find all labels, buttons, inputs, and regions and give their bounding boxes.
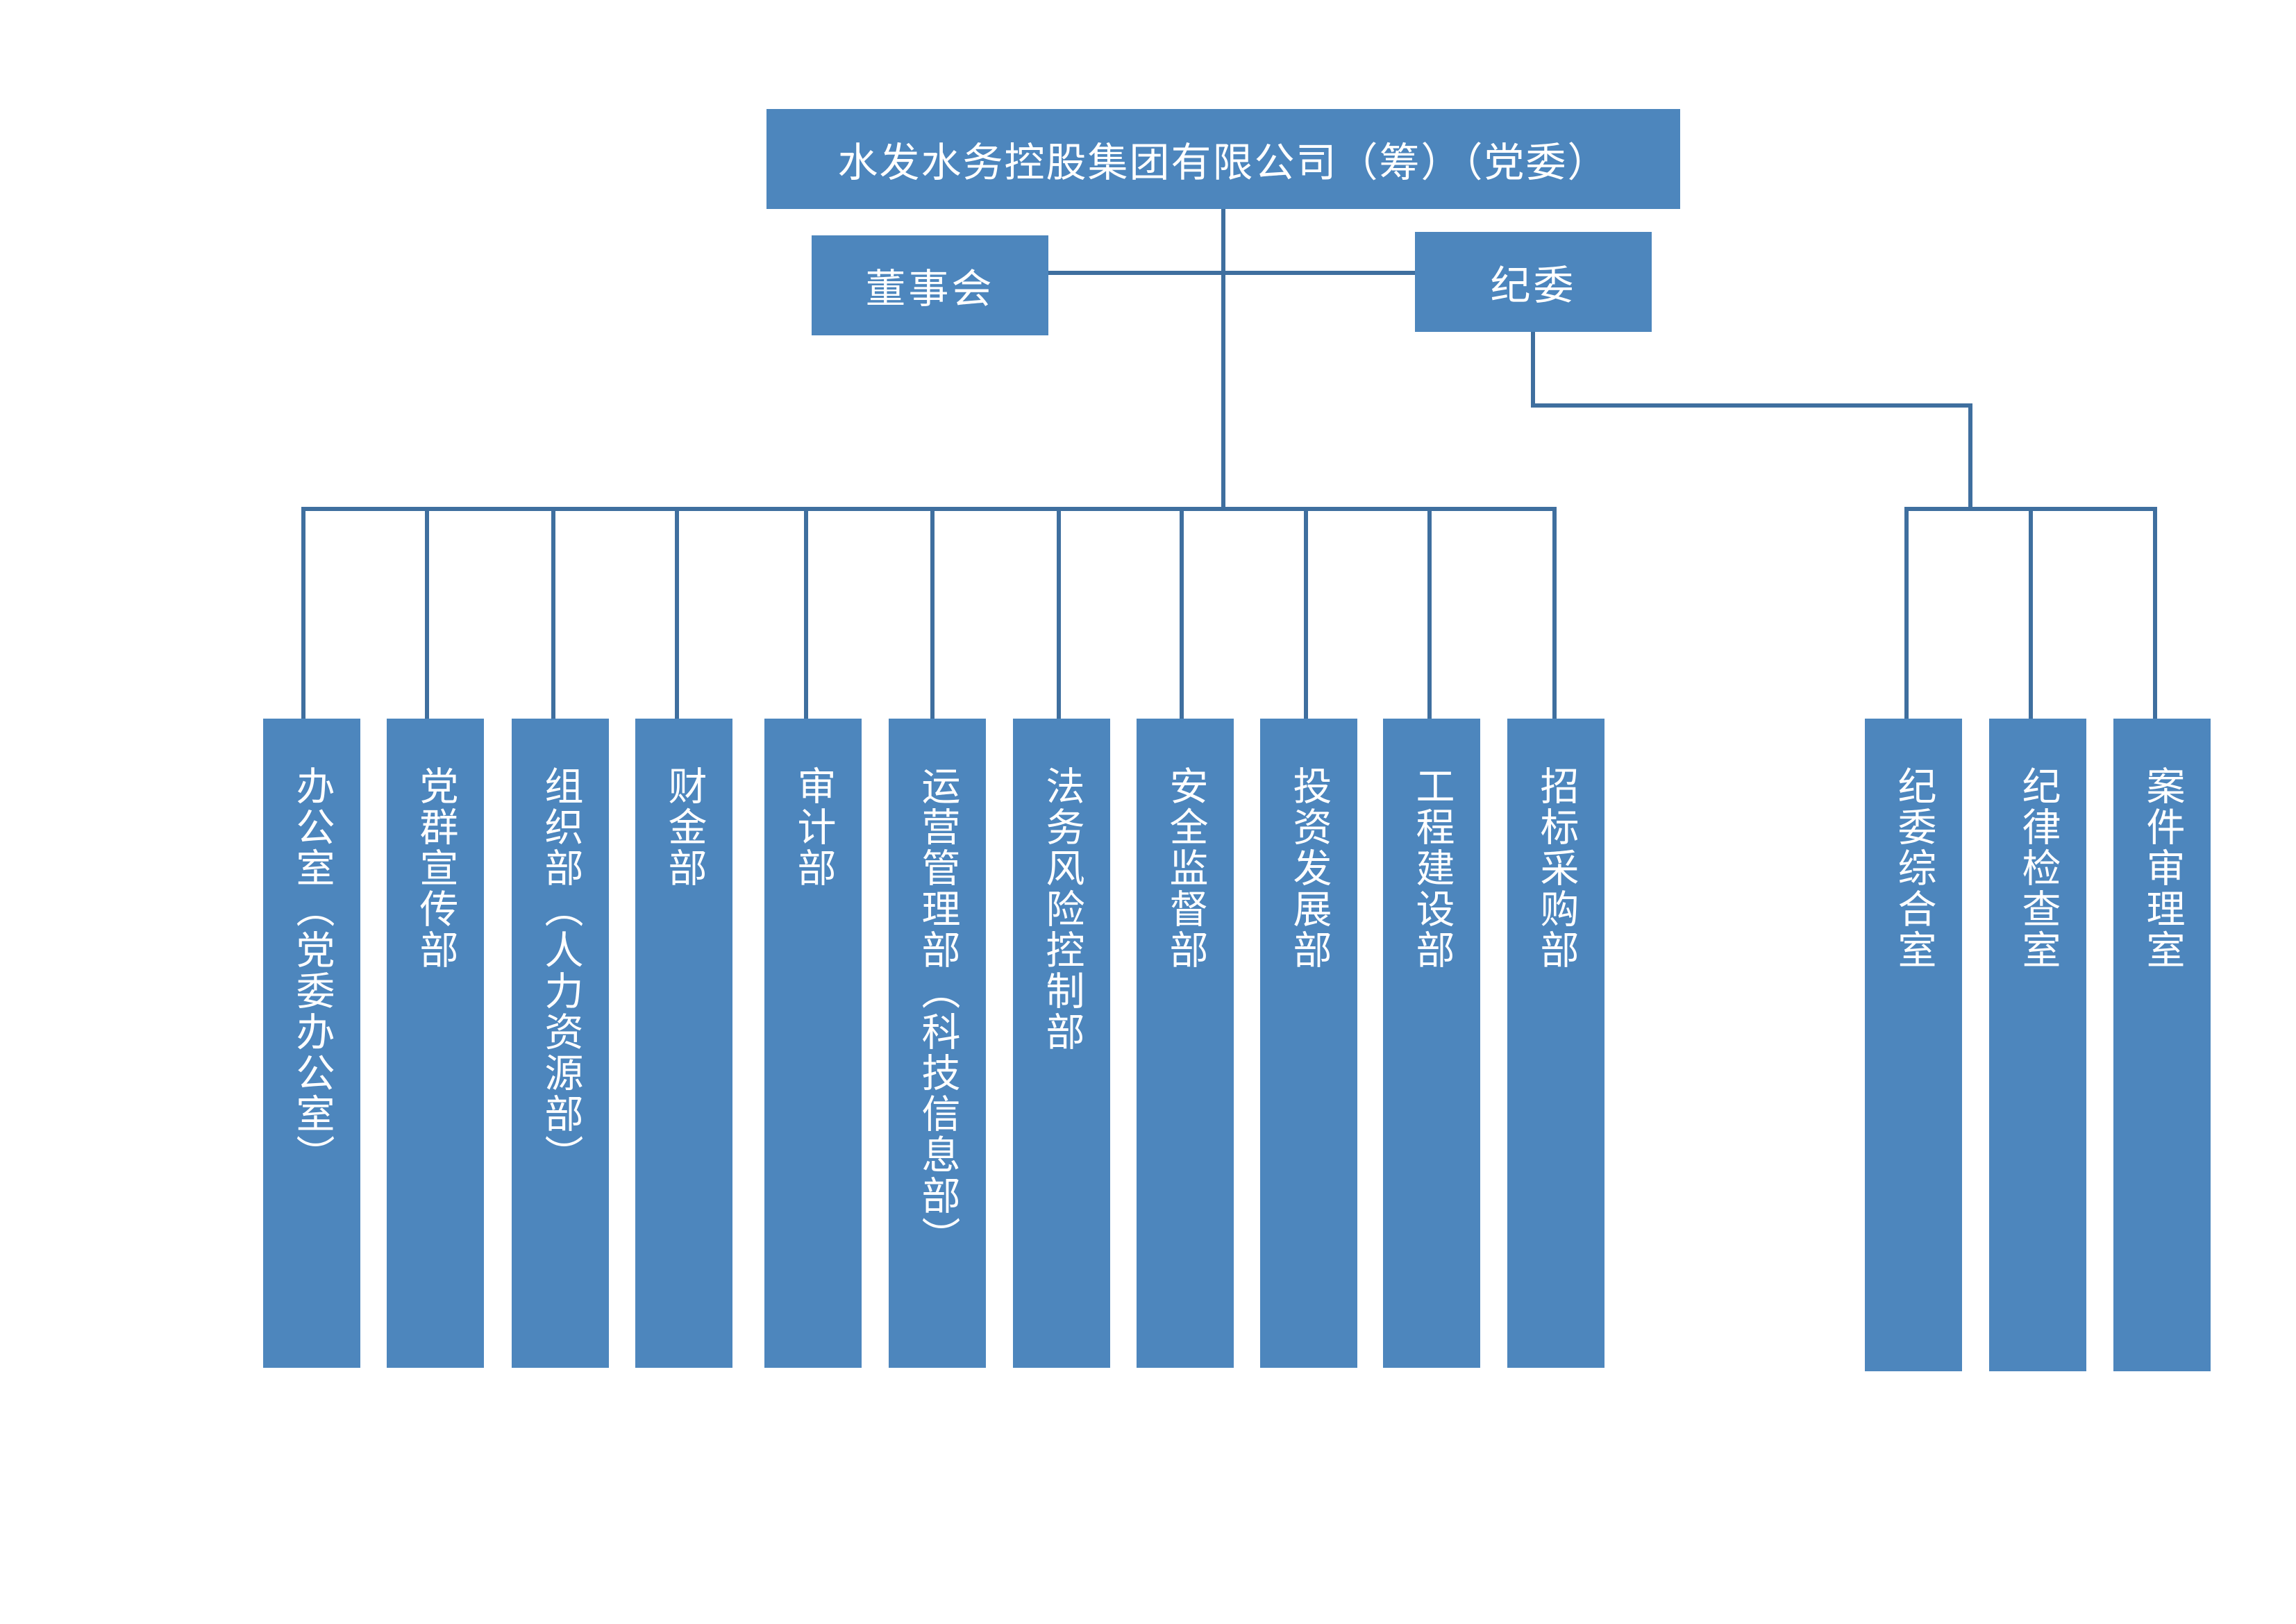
node-dept-office: 办公室（党委办公室） <box>263 719 360 1368</box>
node-dept-label: 办公室（党委办公室） <box>290 766 335 1175</box>
node-dept-investment: 投资发展部 <box>1260 719 1357 1368</box>
node-dept-operations: 运营管理部（科技信息部） <box>889 719 986 1368</box>
node-dept-label: 安全监督部 <box>1163 766 1208 971</box>
node-dept-finance: 财金部 <box>635 719 732 1368</box>
node-dept-audit: 审计部 <box>764 719 862 1368</box>
node-dept-label: 工程建设部 <box>1409 766 1455 971</box>
node-dept-label: 纪委综合室 <box>1891 766 1936 971</box>
node-dept-legal-risk: 法务风险控制部 <box>1013 719 1110 1368</box>
node-dept-label: 组织部（人力资源部） <box>538 766 583 1175</box>
node-board-label: 董事会 <box>865 265 995 312</box>
node-dept-label: 党群宣传部 <box>413 766 458 971</box>
node-dept-label: 案件审理室 <box>2140 766 2185 971</box>
node-dept-label: 财金部 <box>662 766 707 889</box>
node-case-review-office: 案件审理室 <box>2113 719 2211 1371</box>
node-dept-organization: 组织部（人力资源部） <box>512 719 609 1368</box>
node-discipline-general-office: 纪委综合室 <box>1865 719 1962 1371</box>
node-board: 董事会 <box>812 235 1048 335</box>
node-group-company-label: 水发水务控股集团有限公司（筹）（党委） <box>837 139 1609 186</box>
node-dept-party-publicity: 党群宣传部 <box>387 719 484 1368</box>
node-discipline-committee-label: 纪委 <box>1490 262 1577 309</box>
node-dept-label: 招标采购部 <box>1534 766 1579 971</box>
node-dept-engineering: 工程建设部 <box>1383 719 1480 1368</box>
node-dept-label: 运营管理部（科技信息部） <box>915 766 960 1257</box>
node-dept-procurement: 招标采购部 <box>1507 719 1604 1368</box>
node-dept-label: 纪律检查室 <box>2016 766 2061 971</box>
node-dept-label: 法务风险控制部 <box>1039 766 1084 1053</box>
node-dept-label: 审计部 <box>791 766 836 889</box>
node-dept-label: 投资发展部 <box>1287 766 1332 971</box>
node-discipline-committee: 纪委 <box>1415 232 1652 332</box>
node-dept-safety: 安全监督部 <box>1137 719 1234 1368</box>
node-discipline-inspection-office: 纪律检查室 <box>1989 719 2086 1371</box>
node-group-company: 水发水务控股集团有限公司（筹）（党委） <box>766 109 1680 209</box>
